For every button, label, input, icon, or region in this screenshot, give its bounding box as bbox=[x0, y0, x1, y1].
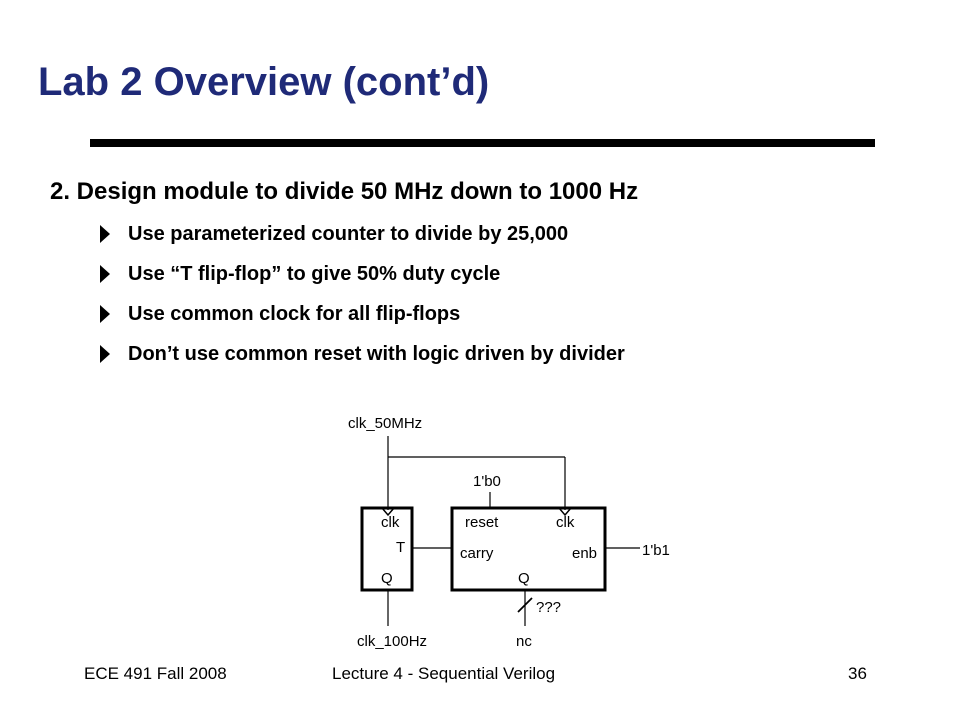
counter-carry-label: carry bbox=[460, 545, 494, 562]
tff-clk-label: clk bbox=[381, 514, 400, 531]
tff-q-label: Q bbox=[381, 570, 393, 587]
slide-title: Lab 2 Overview (cont’d) bbox=[38, 60, 490, 104]
counter-box bbox=[450, 506, 607, 592]
clk-out-label: clk_100Hz bbox=[357, 633, 427, 650]
bus-width-label: ??? bbox=[536, 599, 561, 616]
bullet-item: Use parameterized counter to divide by 2… bbox=[100, 222, 625, 262]
title-divider bbox=[90, 139, 875, 147]
bullet-item: Don’t use common reset with logic driven… bbox=[100, 342, 625, 382]
counter-reset-label: reset bbox=[465, 514, 499, 531]
bullet-arrow-icon bbox=[100, 265, 110, 283]
bullet-list: Use parameterized counter to divide by 2… bbox=[100, 222, 625, 382]
counter-clk-label: clk bbox=[556, 514, 575, 531]
bullet-text: Use common clock for all flip-flops bbox=[128, 303, 461, 325]
footer-course: ECE 491 Fall 2008 bbox=[84, 664, 227, 683]
main-point: 2. Design module to divide 50 MHz down t… bbox=[50, 178, 639, 205]
bullet-text: Use parameterized counter to divide by 2… bbox=[128, 223, 569, 245]
clk-in-label: clk_50MHz bbox=[348, 415, 422, 432]
tff-t-label: T bbox=[396, 539, 405, 556]
bullet-item: Use common clock for all flip-flops bbox=[100, 302, 625, 342]
nc-label: nc bbox=[516, 633, 532, 650]
counter-enb-label: enb bbox=[572, 545, 597, 562]
enb-const-label: 1'b1 bbox=[642, 542, 670, 559]
bullet-item: Use “T flip-flop” to give 50% duty cycle bbox=[100, 262, 625, 302]
counter-q-label: Q bbox=[518, 570, 530, 587]
tff-box bbox=[360, 506, 414, 592]
footer-page-number: 36 bbox=[848, 664, 867, 683]
reset-const-label: 1'b0 bbox=[473, 473, 501, 490]
footer-lecture: Lecture 4 - Sequential Verilog bbox=[332, 664, 556, 683]
bullet-arrow-icon bbox=[100, 345, 110, 363]
bus-slash-icon bbox=[517, 597, 533, 613]
bullet-arrow-icon bbox=[100, 305, 110, 323]
bullet-text: Use “T flip-flop” to give 50% duty cycle bbox=[128, 263, 501, 285]
tff-clock-triangle-icon bbox=[381, 507, 395, 517]
bullet-text: Don’t use common reset with logic driven… bbox=[128, 343, 625, 365]
counter-clock-triangle-icon bbox=[558, 507, 572, 517]
bullet-arrow-icon bbox=[100, 225, 110, 243]
